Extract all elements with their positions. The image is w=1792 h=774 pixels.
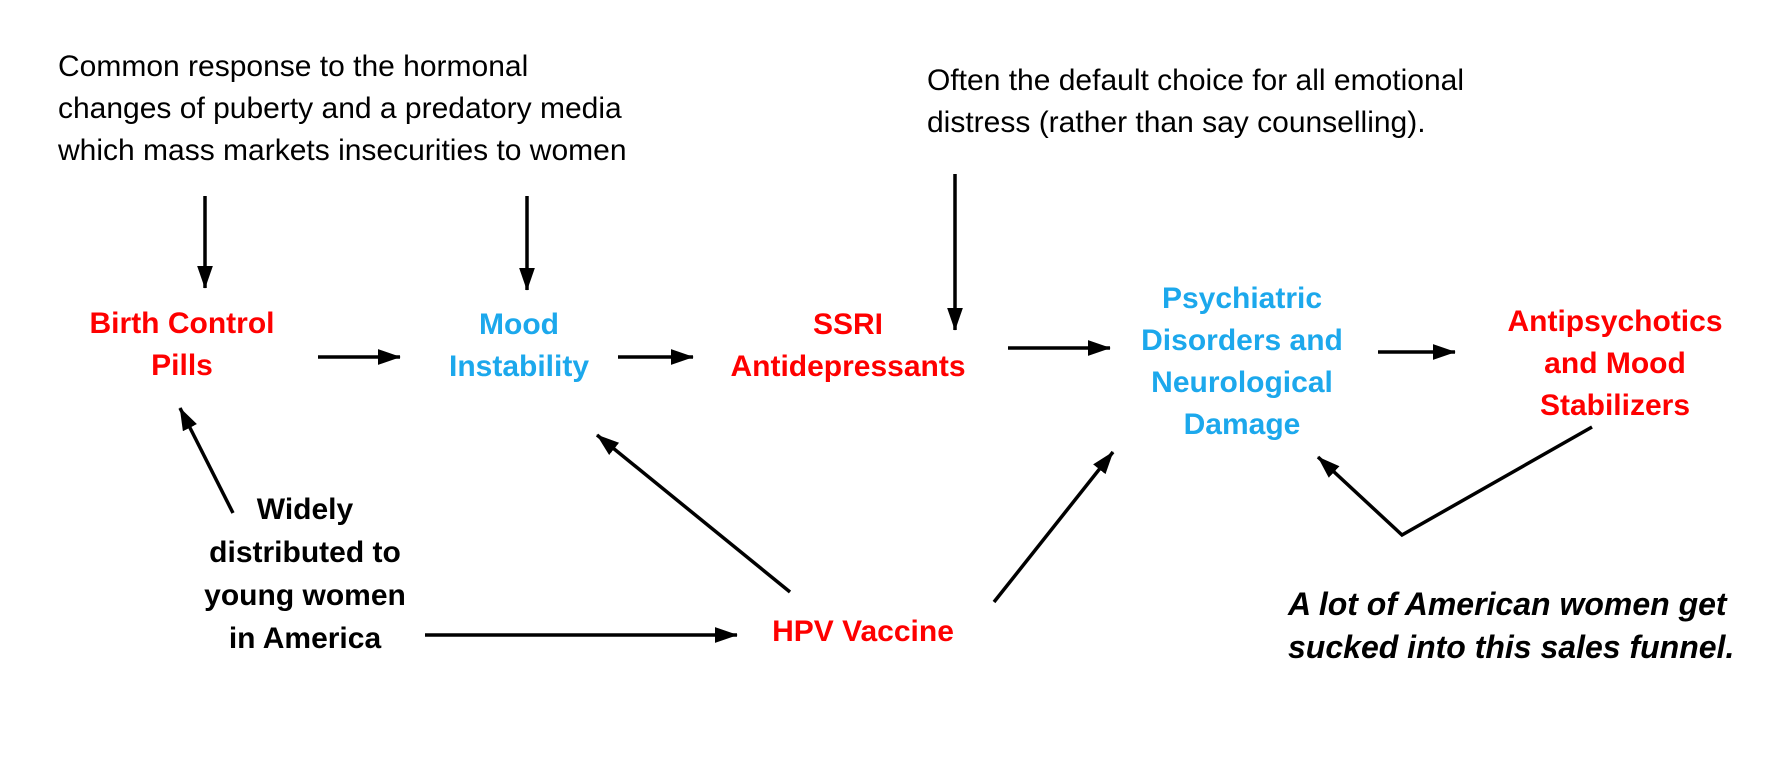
node-hpv-vaccine: HPV Vaccine [772,615,954,648]
node-psychiatric-disorders: Psychiatric Disorders and Neurological D… [1141,282,1343,441]
sales-funnel-note: A lot of American women get sucked into … [1288,586,1735,665]
node-antipsychotics: Antipsychotics and Mood Stabilizers [1507,305,1723,422]
default-choice-note: Often the default choice for all emotion… [927,64,1464,139]
arrow-hpv-vaccine-to-mood-instability [595,433,792,594]
node-birth-control-pills: Birth Control Pills [89,307,275,382]
distribution-note: Widely distributed to young women in Ame… [204,493,406,655]
arrow-hpv-vaccine-to-psychiatric [992,450,1115,604]
puberty-note: Common response to the hormonal changes … [58,50,627,167]
arrow-antipsychotics-to-psychiatric [1316,425,1593,538]
node-mood-instability: Mood Instability [448,308,590,383]
node-ssri-antidepressants: SSRI Antidepressants [730,308,966,383]
